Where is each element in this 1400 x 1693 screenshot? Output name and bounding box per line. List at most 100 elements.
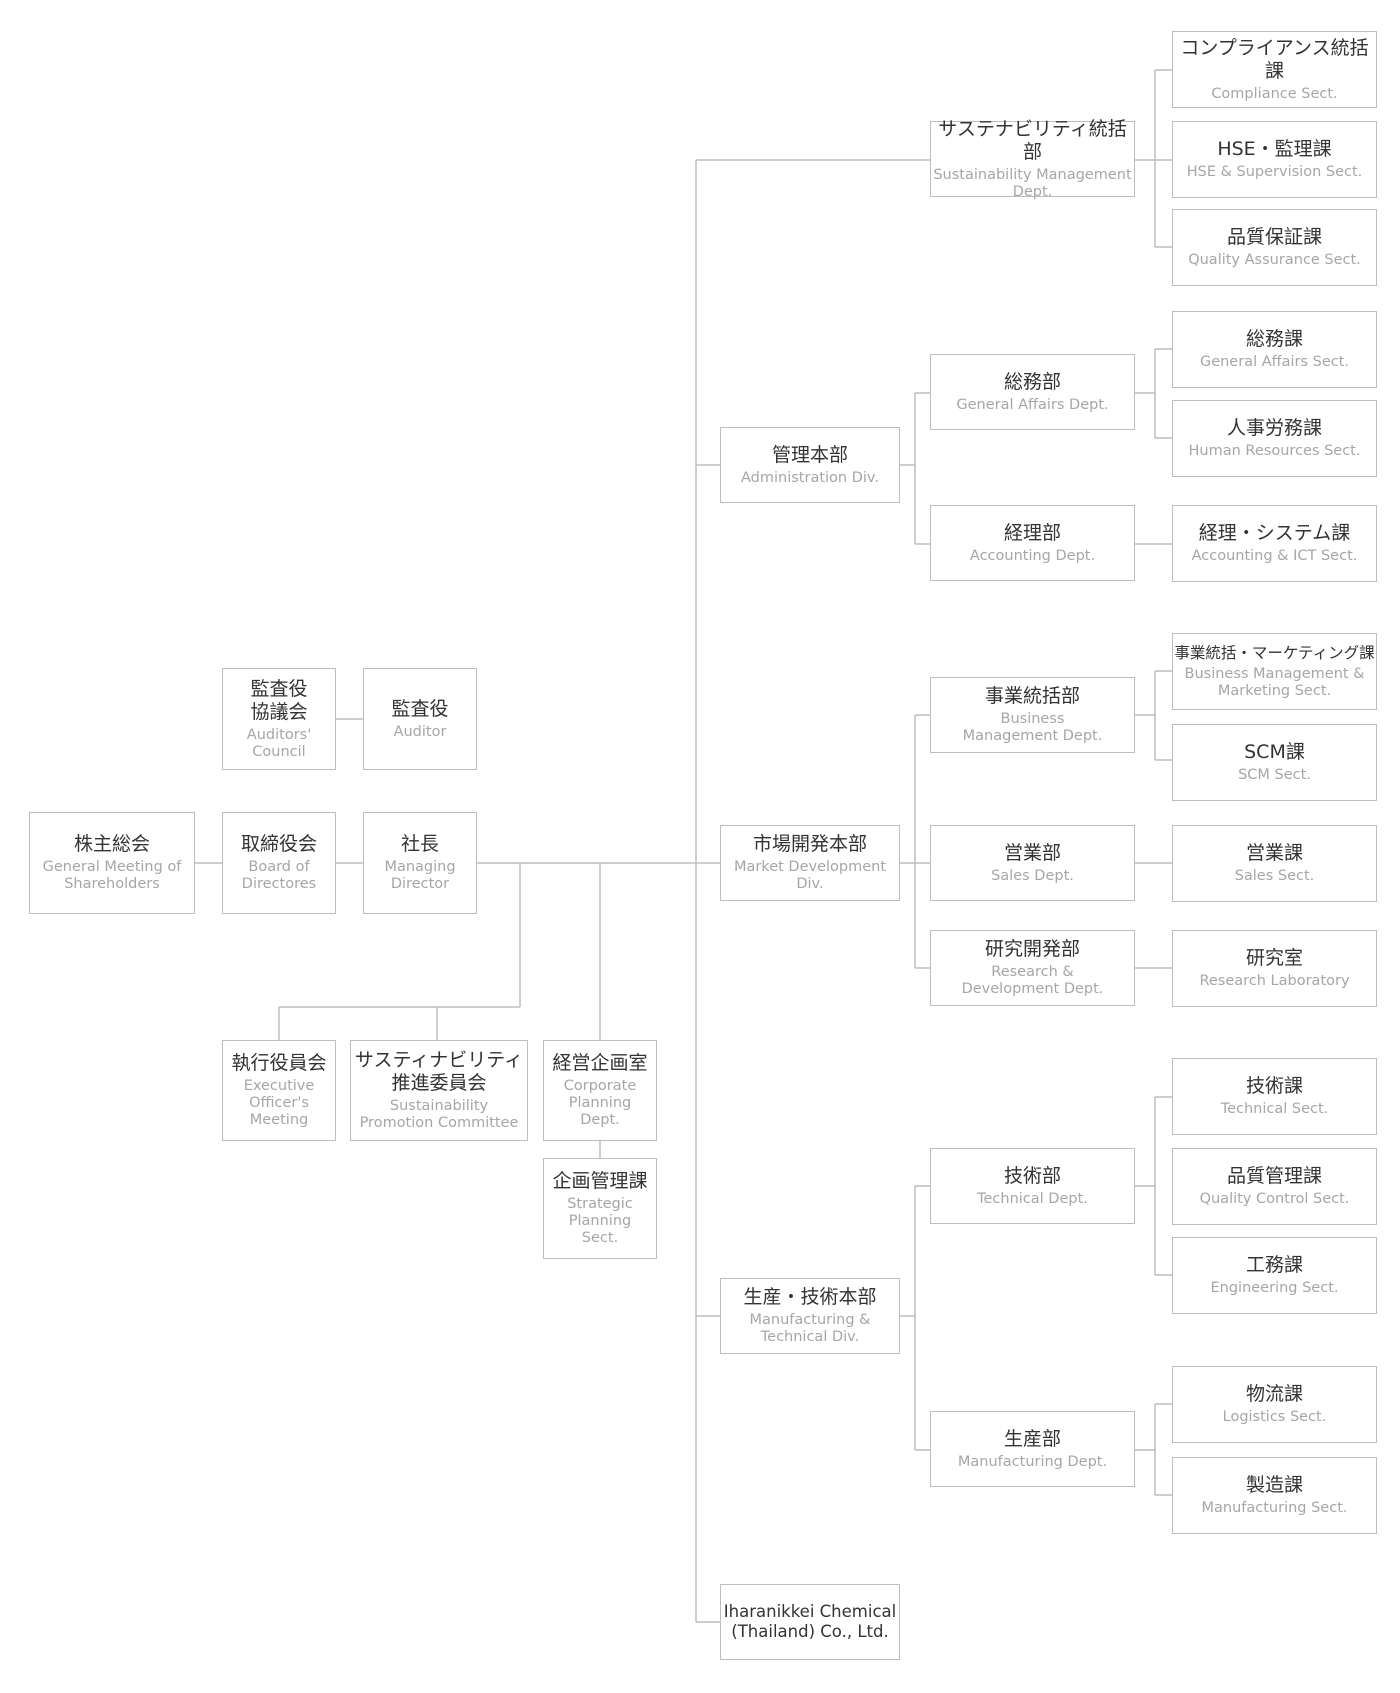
box-en-label: Sales Dept. bbox=[991, 867, 1074, 884]
box-executive-officers-meeting: 執行役員会 Executive Officer's Meeting bbox=[222, 1040, 336, 1141]
box-en-label: Business Management Dept. bbox=[962, 711, 1103, 744]
box-en-label: Quality Assurance Sect. bbox=[1188, 252, 1361, 268]
box-en-label: Business Management & Marketing Sect. bbox=[1184, 666, 1365, 699]
box-jp-label: 営業課 bbox=[1245, 842, 1303, 864]
box-jp-label: 人事労務課 bbox=[1226, 417, 1322, 439]
box-strategic-planning: 企画管理課 Strategic Planning Sect. bbox=[543, 1158, 657, 1259]
box-hse-sect: HSE・監理課 HSE & Supervision Sect. bbox=[1172, 121, 1377, 198]
box-sustainability-management-dept: サステナビリティ統括部 Sustainability Management De… bbox=[930, 117, 1135, 200]
box-jp-label: 品質管理課 bbox=[1226, 1165, 1322, 1187]
box-en-label: Administration Div. bbox=[741, 469, 879, 486]
box-jp-label: SCM課 bbox=[1244, 741, 1305, 763]
box-en-label: General Meeting of Shareholders bbox=[42, 859, 182, 892]
box-jp-label: 監査役 bbox=[391, 697, 449, 720]
box-jp-label: サステナビリティ統括部 bbox=[938, 117, 1127, 163]
box-jp-label: HSE・監理課 bbox=[1217, 138, 1332, 160]
box-quality-assurance-sect: 品質保証課 Quality Assurance Sect. bbox=[1172, 209, 1377, 286]
box-manufacturing-sect: 製造課 Manufacturing Sect. bbox=[1172, 1457, 1377, 1534]
box-jp-label: 経営企画室 bbox=[552, 1052, 648, 1074]
box-shareholders-meeting: 株主総会 General Meeting of Shareholders bbox=[29, 812, 195, 914]
box-en-label: Manufacturing Sect. bbox=[1201, 1500, 1348, 1516]
box-en-label: SCM Sect. bbox=[1238, 767, 1311, 783]
box-engineering-sect: 工務課 Engineering Sect. bbox=[1172, 1237, 1377, 1314]
box-quality-control-sect: 品質管理課 Quality Control Sect. bbox=[1172, 1148, 1377, 1225]
box-jp-label: 研究開発部 bbox=[984, 938, 1080, 960]
box-jp-label: 執行役員会 bbox=[231, 1052, 327, 1074]
box-en-label: Accounting & ICT Sect. bbox=[1191, 548, 1358, 564]
box-jp-label: 取締役会 bbox=[240, 833, 317, 855]
box-jp-label: 品質保証課 bbox=[1226, 226, 1322, 248]
box-en-label: Manufacturing Dept. bbox=[957, 1453, 1108, 1470]
box-auditors-council: 監査役 協議会 Auditors' Council bbox=[222, 668, 336, 770]
box-rd-dept: 研究開発部 Research & Development Dept. bbox=[930, 930, 1135, 1006]
box-jp-label: 製造課 bbox=[1245, 1474, 1303, 1496]
box-jp-label: 市場開発本部 bbox=[752, 833, 867, 855]
box-en-label: Engineering Sect. bbox=[1210, 1280, 1339, 1296]
box-en-label: Board of Directores bbox=[241, 859, 317, 892]
box-en-label: Technical Dept. bbox=[977, 1190, 1088, 1207]
box-board-of-directors: 取締役会 Board of Directores bbox=[222, 812, 336, 914]
box-technical-dept: 技術部 Technical Dept. bbox=[930, 1148, 1135, 1224]
box-en-label: Compliance Sect. bbox=[1211, 85, 1338, 102]
box-jp-label: 技術部 bbox=[1003, 1164, 1061, 1187]
box-jp-label: 企画管理課 bbox=[552, 1170, 648, 1192]
box-managing-director: 社長 Managing Director bbox=[363, 812, 477, 914]
box-corporate-planning: 経営企画室 Corporate Planning Dept. bbox=[543, 1040, 657, 1141]
box-general-affairs-sect: 総務課 General Affairs Sect. bbox=[1172, 311, 1377, 388]
box-en-label: Technical Sect. bbox=[1220, 1101, 1329, 1117]
box-general-affairs-dept: 総務部 General Affairs Dept. bbox=[930, 354, 1135, 430]
box-en-label: Auditor bbox=[393, 723, 447, 740]
box-manufacturing-dept: 生産部 Manufacturing Dept. bbox=[930, 1411, 1135, 1487]
box-jp-label: 株主総会 bbox=[73, 833, 150, 855]
box-en-label: Logistics Sect. bbox=[1222, 1409, 1327, 1425]
box-en-label: Strategic Planning Sect. bbox=[567, 1196, 633, 1246]
box-research-laboratory: 研究室 Research Laboratory bbox=[1172, 930, 1377, 1007]
box-jp-label: コンプライアンス統括課 bbox=[1180, 36, 1369, 82]
box-jp-label: 総務課 bbox=[1245, 328, 1303, 350]
box-en-label: Human Resources Sect. bbox=[1188, 443, 1361, 459]
box-jp-label: 経理部 bbox=[1003, 521, 1061, 544]
box-en-label: Accounting Dept. bbox=[969, 547, 1096, 564]
box-en-label: Manufacturing & Technical Div. bbox=[749, 1312, 871, 1345]
box-en-label: Research & Development Dept. bbox=[961, 964, 1104, 997]
box-business-marketing-sect: 事業統括・マーケティング課 Business Management & Mark… bbox=[1172, 633, 1377, 710]
box-en-label: Market Development Div. bbox=[733, 859, 887, 892]
box-accounting-ict-sect: 経理・システム課 Accounting & ICT Sect. bbox=[1172, 505, 1377, 582]
box-en-label: Research Laboratory bbox=[1199, 973, 1350, 989]
box-en-label: HSE & Supervision Sect. bbox=[1186, 164, 1363, 180]
box-sustainability-committee: サスティナビリティ 推進委員会 Sustainability Promotion… bbox=[350, 1040, 528, 1141]
box-jp-label: 総務部 bbox=[1003, 370, 1061, 393]
box-logistics-sect: 物流課 Logistics Sect. bbox=[1172, 1366, 1377, 1443]
box-jp-label: 技術課 bbox=[1245, 1075, 1303, 1097]
box-jp-label: 物流課 bbox=[1245, 1383, 1303, 1405]
box-en-label: General Affairs Sect. bbox=[1199, 354, 1350, 370]
box-jp-label: Iharanikkei Chemical (Thailand) Co., Ltd… bbox=[723, 1602, 897, 1641]
box-jp-label: 工務課 bbox=[1245, 1254, 1303, 1276]
box-compliance-sect: コンプライアンス統括課 Compliance Sect. bbox=[1172, 31, 1377, 108]
box-en-label: Managing Director bbox=[384, 859, 456, 892]
box-jp-label: 事業統括部 bbox=[984, 685, 1080, 707]
box-accounting-dept: 経理部 Accounting Dept. bbox=[930, 505, 1135, 581]
box-auditor: 監査役 Auditor bbox=[363, 668, 477, 770]
box-business-management-dept: 事業統括部 Business Management Dept. bbox=[930, 677, 1135, 753]
box-human-resources-sect: 人事労務課 Human Resources Sect. bbox=[1172, 400, 1377, 477]
box-jp-label: 監査役 協議会 bbox=[250, 677, 308, 723]
box-administration-div: 管理本部 Administration Div. bbox=[720, 427, 900, 503]
box-jp-label: 営業部 bbox=[1003, 841, 1061, 864]
box-jp-label: サスティナビリティ 推進委員会 bbox=[354, 1049, 524, 1094]
box-jp-label: 経理・システム課 bbox=[1198, 522, 1351, 544]
box-manufacturing-technical-div: 生産・技術本部 Manufacturing & Technical Div. bbox=[720, 1278, 900, 1354]
box-jp-label: 管理本部 bbox=[771, 443, 848, 466]
box-scm-sect: SCM課 SCM Sect. bbox=[1172, 724, 1377, 801]
box-thailand-subsidiary: Iharanikkei Chemical (Thailand) Co., Ltd… bbox=[720, 1584, 900, 1660]
box-market-development-div: 市場開発本部 Market Development Div. bbox=[720, 825, 900, 901]
box-en-label: Auditors' Council bbox=[246, 726, 312, 760]
box-jp-label: 社長 bbox=[400, 833, 439, 855]
box-jp-label: 生産・技術本部 bbox=[743, 1286, 877, 1308]
box-jp-label: 研究室 bbox=[1245, 947, 1303, 969]
box-en-label: Corporate Planning Dept. bbox=[563, 1078, 637, 1128]
box-en-label: Sustainability Promotion Committee bbox=[359, 1098, 519, 1131]
box-sales-sect: 営業課 Sales Sect. bbox=[1172, 825, 1377, 902]
box-technical-sect: 技術課 Technical Sect. bbox=[1172, 1058, 1377, 1135]
